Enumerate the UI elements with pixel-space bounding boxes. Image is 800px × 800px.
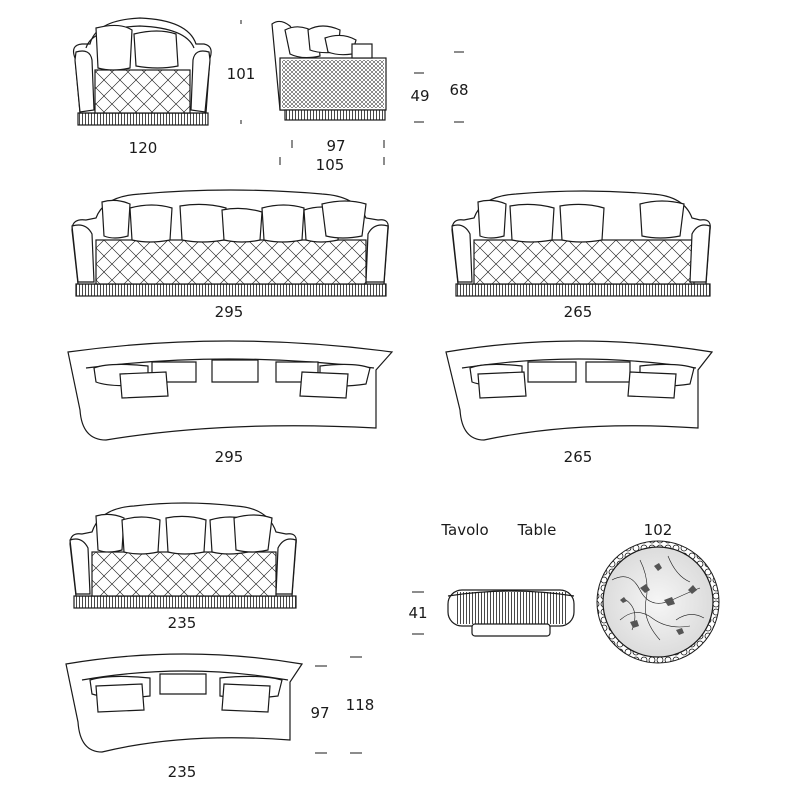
sofa-295-front-width-label: 295	[215, 303, 244, 321]
table-title-english: Table	[517, 521, 557, 539]
table-side-drawing	[447, 589, 575, 637]
sofa-235-depth-label: 97	[310, 704, 329, 722]
sofa-295-front-drawing	[71, 189, 389, 297]
sofa-265-front-width-label: 265	[564, 303, 593, 321]
sofa-235-top-width-label: 235	[168, 763, 197, 781]
armchair-depth-label: 97	[326, 137, 345, 155]
table-title-italian: Tavolo	[440, 521, 488, 539]
armchair-height-label: 101	[227, 65, 256, 83]
sofa-265-top-width-label: 265	[564, 448, 593, 466]
sofa-295-top-width-label: 295	[215, 448, 244, 466]
dimension-ticks-235	[315, 656, 362, 754]
table-top-marble-drawing	[596, 540, 720, 664]
armchair-side-drawing	[271, 20, 387, 121]
sofa-295-top-drawing	[67, 340, 394, 441]
back-height-label: 68	[449, 81, 468, 99]
table-height-label: 41	[408, 604, 427, 622]
sofa-235-top-drawing	[65, 653, 304, 753]
sofa-265-front-drawing	[451, 190, 711, 297]
seat-height-label: 49	[410, 87, 429, 105]
table-diameter-label: 102	[644, 521, 673, 539]
sofa-235-front-width-label: 235	[168, 614, 197, 632]
sofa-265-top-drawing	[445, 340, 714, 441]
sofa-235-front-drawing	[69, 502, 297, 609]
dimension-ticks-side	[279, 51, 464, 165]
armchair-overall-depth-label: 105	[316, 156, 345, 174]
sofa-235-overall-depth-label: 118	[346, 696, 375, 714]
armchair-front-drawing	[72, 17, 212, 126]
armchair-width-label: 120	[129, 139, 158, 157]
